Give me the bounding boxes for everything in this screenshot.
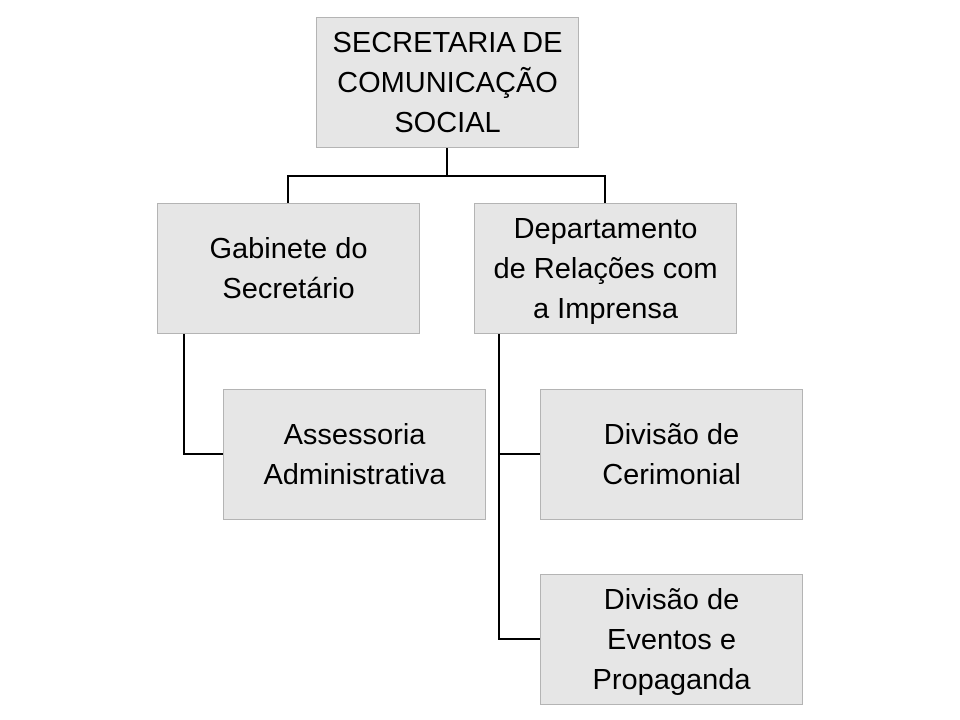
connector: [604, 175, 606, 204]
connector: [287, 175, 289, 204]
connector: [498, 453, 541, 455]
node-eventos: Divisão de Eventos e Propaganda: [540, 574, 803, 705]
connector: [498, 638, 541, 640]
node-secretaria: SECRETARIA DE COMUNICAÇÃO SOCIAL: [316, 17, 579, 148]
connector: [183, 333, 185, 455]
node-gabinete: Gabinete do Secretário: [157, 203, 420, 334]
node-assessoria: Assessoria Administrativa: [223, 389, 486, 520]
connector: [498, 333, 500, 640]
connector: [287, 175, 606, 177]
connector: [446, 148, 448, 176]
connector: [183, 453, 224, 455]
node-cerimonial: Divisão de Cerimonial: [540, 389, 803, 520]
node-departamento: Departamento de Relações com a Imprensa: [474, 203, 737, 334]
